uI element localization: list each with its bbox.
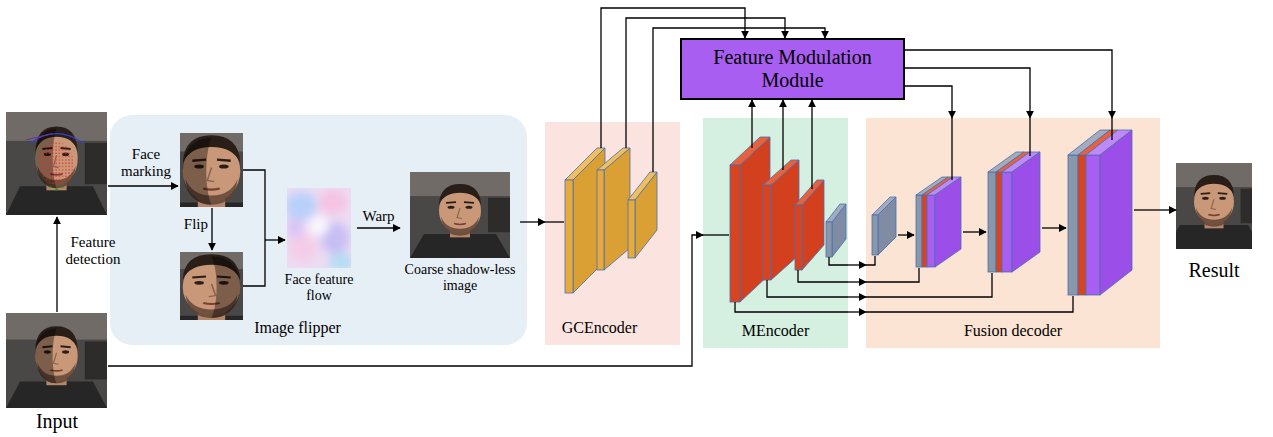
input-photo (6, 313, 107, 408)
fusion-decoder-layers (1068, 155, 1078, 295)
flow-field-image (287, 218, 303, 238)
flow-field-image (289, 234, 317, 262)
node-label: Image flipper (254, 319, 341, 337)
coarse-face-image (410, 172, 510, 258)
connector-arrow (848, 296, 866, 297)
coarse-face-image (410, 172, 510, 258)
wire (600, 122, 601, 148)
gc-encoder-layers (565, 180, 573, 293)
face-crop (183, 138, 212, 205)
label-box: Warp (362, 208, 394, 225)
wire (625, 122, 626, 148)
m-encoder-layers (730, 165, 740, 302)
m-encoder-layers (826, 222, 832, 257)
wire (951, 118, 952, 180)
label-box: Face marking (114, 146, 178, 180)
fusion-decoder-layers (988, 172, 996, 272)
flow-field-image (285, 190, 353, 271)
input-photo (35, 328, 56, 383)
connector-arrow (751, 100, 752, 118)
result-face-image (1167, 163, 1262, 249)
connector-arrow (811, 100, 812, 118)
wire (1042, 227, 1066, 228)
node-label: MEncoder (742, 322, 810, 340)
fusion-decoder-layers (1012, 152, 1040, 272)
wire (898, 234, 914, 235)
input-photo (6, 313, 107, 408)
annotation-text: Feature detection (60, 234, 126, 268)
fusion-decoder-layers (916, 195, 922, 267)
label-box: Feature detection (60, 234, 126, 268)
connector-arrow (848, 311, 866, 312)
landmark-photo (39, 142, 73, 185)
module-box: Feature Modulation Module (680, 38, 905, 100)
wire (56, 217, 57, 312)
connector-arrow (905, 50, 1112, 118)
wire (703, 234, 729, 235)
result-face-image (1167, 163, 1262, 249)
result-face-image (1167, 163, 1262, 249)
landmark-photo (62, 186, 64, 188)
wire (1134, 209, 1160, 210)
wire (811, 118, 812, 189)
fusion-decoder-layers (872, 215, 878, 255)
fusion-decoder-layers (996, 172, 1002, 272)
fusion-decoder-layers (922, 195, 927, 267)
node-label: Fusion decoder (964, 322, 1062, 340)
m-encoder-layers (763, 185, 771, 280)
fusion-decoder-layers (1100, 130, 1132, 295)
landmark-photo (6, 112, 107, 215)
node-label: GCEncoder (562, 319, 638, 337)
fusion-decoder-layers (927, 195, 935, 267)
landmark-photo (55, 188, 57, 190)
label-box: Flip (176, 216, 208, 233)
node-label: Face feature flow (281, 272, 357, 304)
flow-field-image (319, 190, 347, 214)
node-label: Coarse shadow-less image (400, 262, 520, 294)
gc-encoder-layers (628, 200, 635, 258)
fusion-decoder-layers (1078, 155, 1086, 295)
flow-field-image (285, 188, 353, 271)
landmark-photo (49, 186, 51, 188)
flow-field-image (309, 216, 329, 236)
node-label: Feature Modulation Module (704, 46, 881, 92)
landmark-photo (6, 112, 107, 215)
wire (545, 221, 564, 222)
m-encoder-layers (795, 205, 802, 270)
landmark-photo (30, 134, 83, 143)
flow-field-image (285, 188, 353, 271)
connector-arrow (848, 264, 866, 265)
connector-arrow (782, 100, 783, 118)
landmark-photo (26, 134, 52, 140)
fusion-decoder-layers (1002, 172, 1012, 272)
annotation-text: Flip (176, 216, 208, 233)
connector-arrow (905, 68, 1030, 118)
connector-arrow (848, 281, 866, 282)
wire (751, 118, 752, 148)
connector-arrow (520, 221, 545, 222)
m-encoder-layers (740, 137, 770, 302)
input-photo (6, 313, 107, 408)
wire (782, 118, 783, 170)
edge-label: Warp (362, 208, 394, 225)
flipped-face-crop (212, 256, 241, 318)
landmark-photo (6, 112, 107, 215)
flow-field-image (285, 192, 317, 220)
connector-arrow (1160, 209, 1176, 210)
connector-arrow (357, 227, 400, 228)
wire (963, 231, 986, 232)
wire (1111, 118, 1112, 140)
fusion-decoder-layers (1086, 155, 1100, 295)
node-label: Result (1176, 259, 1252, 282)
wire (652, 122, 653, 172)
connector-arrow (905, 86, 952, 118)
annotation-text: Face marking (114, 146, 178, 180)
coarse-face-image (410, 172, 510, 258)
node-label: Input (6, 410, 108, 433)
wire (108, 185, 178, 186)
wire (265, 239, 285, 240)
wire (1029, 118, 1030, 156)
gc-encoder-layers (597, 170, 604, 270)
wire (211, 208, 212, 250)
